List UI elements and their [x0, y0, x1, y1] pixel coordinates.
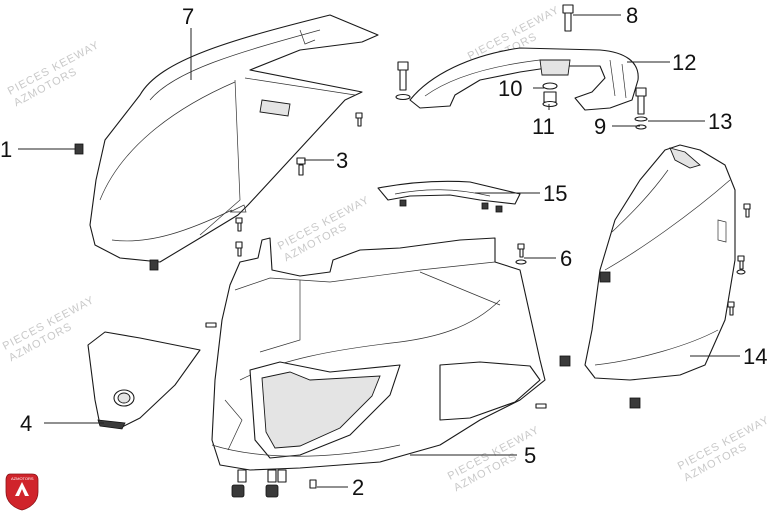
- logo-text: AZMOTORS: [11, 476, 34, 481]
- callout-numbers: 1 2 3 4 5 6 7 8 9 10 11 12 13 14 15: [0, 3, 767, 500]
- part-14-right-side-cover: [584, 144, 736, 381]
- part-15-trim-strip: [377, 180, 521, 213]
- brand-logo: AZMOTORS: [5, 473, 39, 511]
- callout-15: 15: [543, 181, 567, 206]
- leader-lines: [18, 14, 740, 488]
- part-5-main-side-cover: [211, 237, 546, 498]
- callout-7: 7: [182, 4, 194, 29]
- callout-4: 4: [20, 411, 32, 436]
- part-12-grab-handle: [409, 47, 639, 111]
- callout-6: 6: [560, 246, 572, 271]
- handle-fasteners: [395, 4, 648, 130]
- callout-9: 9: [594, 114, 606, 139]
- callout-3: 3: [336, 148, 348, 173]
- part-4-cover-panel: [87, 331, 201, 430]
- callout-13: 13: [708, 109, 732, 134]
- callout-5: 5: [524, 443, 536, 468]
- misc-fasteners: [74, 112, 751, 489]
- callout-8: 8: [626, 3, 638, 28]
- callout-1: 1: [0, 137, 12, 162]
- callout-14: 14: [743, 344, 767, 369]
- shield-logo-icon: [5, 473, 39, 511]
- callout-11: 11: [532, 114, 555, 139]
- callout-12: 12: [672, 50, 696, 75]
- part-7-inner-upper-panel: [89, 14, 379, 271]
- callout-2: 2: [352, 475, 364, 500]
- callout-10: 10: [498, 76, 522, 101]
